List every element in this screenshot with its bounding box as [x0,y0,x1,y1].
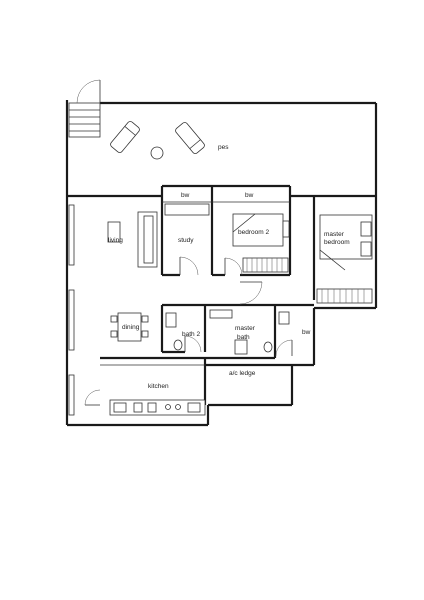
master-bedroom-furniture [316,214,373,304]
left-windows [68,204,75,416]
study-desk [164,203,210,216]
bath2-fixtures [165,312,183,351]
label-ac-ledge: a/c ledge [229,370,256,377]
pes-furniture [110,121,205,160]
label-pes: pes [218,144,229,151]
kitchen-counter [109,399,206,416]
label-kitchen: kitchen [148,383,169,390]
room-labels: pes bw bw living study bedroom 2 master … [108,144,350,390]
label-bw-master: bw [302,329,311,336]
label-master-bedroom-2: bedroom [324,239,350,246]
label-master-bath-1: master [235,325,256,332]
interior-doors [84,256,293,406]
label-master-bedroom-1: master [324,231,345,238]
living-furniture [107,211,158,268]
label-dining: dining [122,324,140,331]
entrance-door [68,79,101,138]
label-master-bath-2: bath [237,334,250,341]
label-study: study [178,237,194,244]
master-bath-fixtures [209,309,273,355]
master-bw-fixtures [278,311,290,325]
label-bw-bedroom2: bw [245,192,254,199]
dining-set [110,312,149,342]
label-bath2: bath 2 [182,331,200,338]
exterior-walls [65,100,378,427]
bedroom2-furniture [232,213,290,273]
label-bw-study: bw [181,192,190,199]
label-living: living [108,237,123,244]
interior-walls [100,184,316,405]
label-bedroom2: bedroom 2 [238,229,269,236]
